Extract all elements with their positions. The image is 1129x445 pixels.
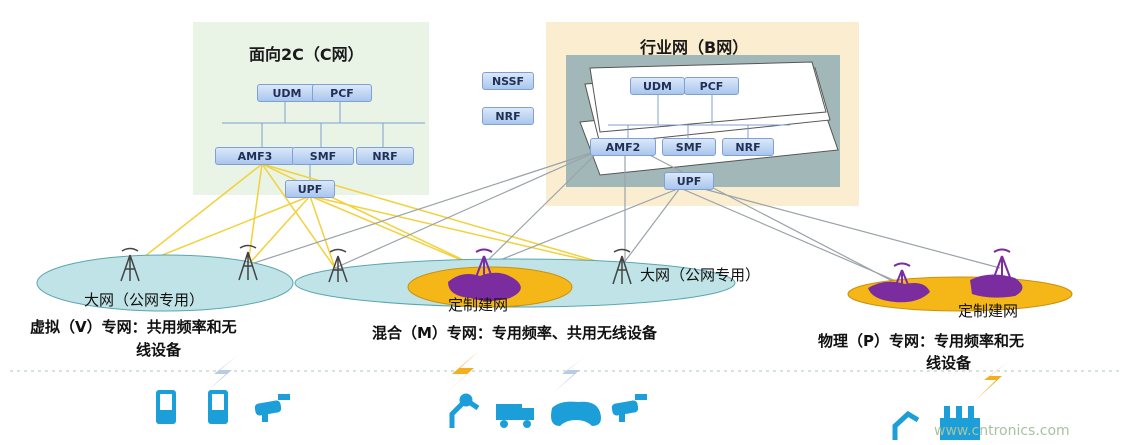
phone-icon xyxy=(208,390,228,424)
custom-blob-mid xyxy=(448,272,521,301)
b-network-title: 行业网（B网） xyxy=(640,38,749,57)
camera-icon xyxy=(254,394,290,422)
gamepad-icon xyxy=(551,401,601,426)
custom-blob-right-2 xyxy=(970,274,1023,298)
b-upf-node: UPF xyxy=(664,172,714,190)
c-network-panel xyxy=(193,22,429,195)
b-smf-node: SMF xyxy=(662,138,716,156)
virtual-network-desc-line2: 线设备 xyxy=(136,341,182,359)
hybrid-network-desc: 混合（M）专网：专用频率、共用无线设备 xyxy=(372,324,657,342)
b-udm-node: UDM xyxy=(630,77,685,95)
factory-icon xyxy=(940,406,980,440)
custom-blob-right-1 xyxy=(868,281,930,303)
public-zone-left-label: 大网（公网专用） xyxy=(84,291,205,309)
custom-zone-right-label: 定制建网 xyxy=(958,302,1019,320)
c-upf-node: UPF xyxy=(285,180,335,198)
b-pcf-node: PCF xyxy=(684,77,739,95)
b-network-links xyxy=(247,149,1001,286)
c-pcf-node: PCF xyxy=(312,84,372,102)
physical-network-desc-line1: 物理（P）专网：专用频率和无 xyxy=(818,332,1024,350)
c-network-title: 面向2C（C网） xyxy=(249,45,364,64)
b-amf-node: AMF2 xyxy=(590,138,656,156)
robot-arm-icon xyxy=(449,393,480,428)
private-antenna-icons xyxy=(474,248,1012,293)
b-nrf-node: NRF xyxy=(722,138,774,156)
physical-network-desc-line2: 线设备 xyxy=(926,354,972,372)
c-amf-node: AMF3 xyxy=(215,147,295,165)
c-udm-node: UDM xyxy=(257,84,317,102)
watermark-text: www.cntronics.com xyxy=(934,423,1070,439)
camera-icon xyxy=(611,394,647,422)
phone-icon xyxy=(156,390,176,424)
c-nrf-node: NRF xyxy=(356,147,414,165)
truck-icon xyxy=(496,404,534,428)
c-smf-node: SMF xyxy=(292,147,354,165)
device-icons xyxy=(156,390,980,440)
public-zone-left xyxy=(36,254,294,312)
shared-nrf-node: NRF xyxy=(482,107,534,125)
public-zone-mid-label: 大网（公网专用） xyxy=(640,266,761,284)
wireless-bolt-icons xyxy=(206,350,1008,400)
robot-arm-icon xyxy=(892,410,920,440)
antenna-icons xyxy=(120,244,632,285)
nssf-node: NSSF xyxy=(482,72,534,90)
custom-zone-mid-label: 定制建网 xyxy=(448,296,509,314)
virtual-network-desc-line1: 虚拟（V）专网：共用频率和无 xyxy=(30,318,237,336)
c-network-links xyxy=(129,163,621,269)
